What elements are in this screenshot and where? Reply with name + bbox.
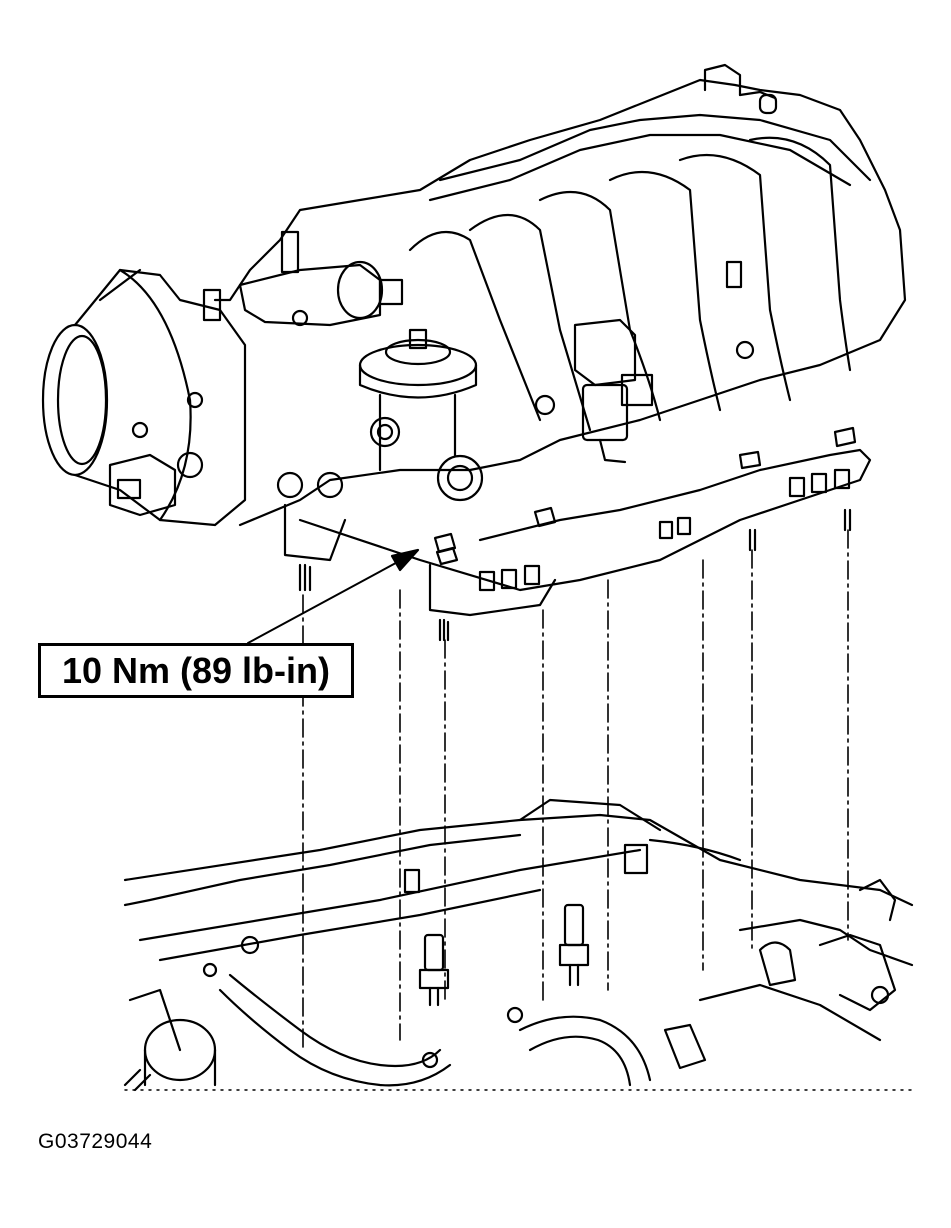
egr-vacuum-regulator (573, 318, 654, 464)
manifold-studs (298, 426, 857, 642)
egr-valve (358, 328, 478, 472)
torque-callout-label: 10 Nm (89 lb-in) (61, 649, 331, 691)
cylinder-head (123, 798, 914, 1092)
callout-arrow (247, 548, 420, 644)
fuel-injectors (403, 843, 649, 1007)
torque-callout-box: 10 Nm (89 lb-in) (38, 643, 354, 698)
intake-manifold (202, 63, 907, 617)
throttle-body (41, 260, 404, 527)
figure-id: G03729044 (38, 1130, 153, 1153)
